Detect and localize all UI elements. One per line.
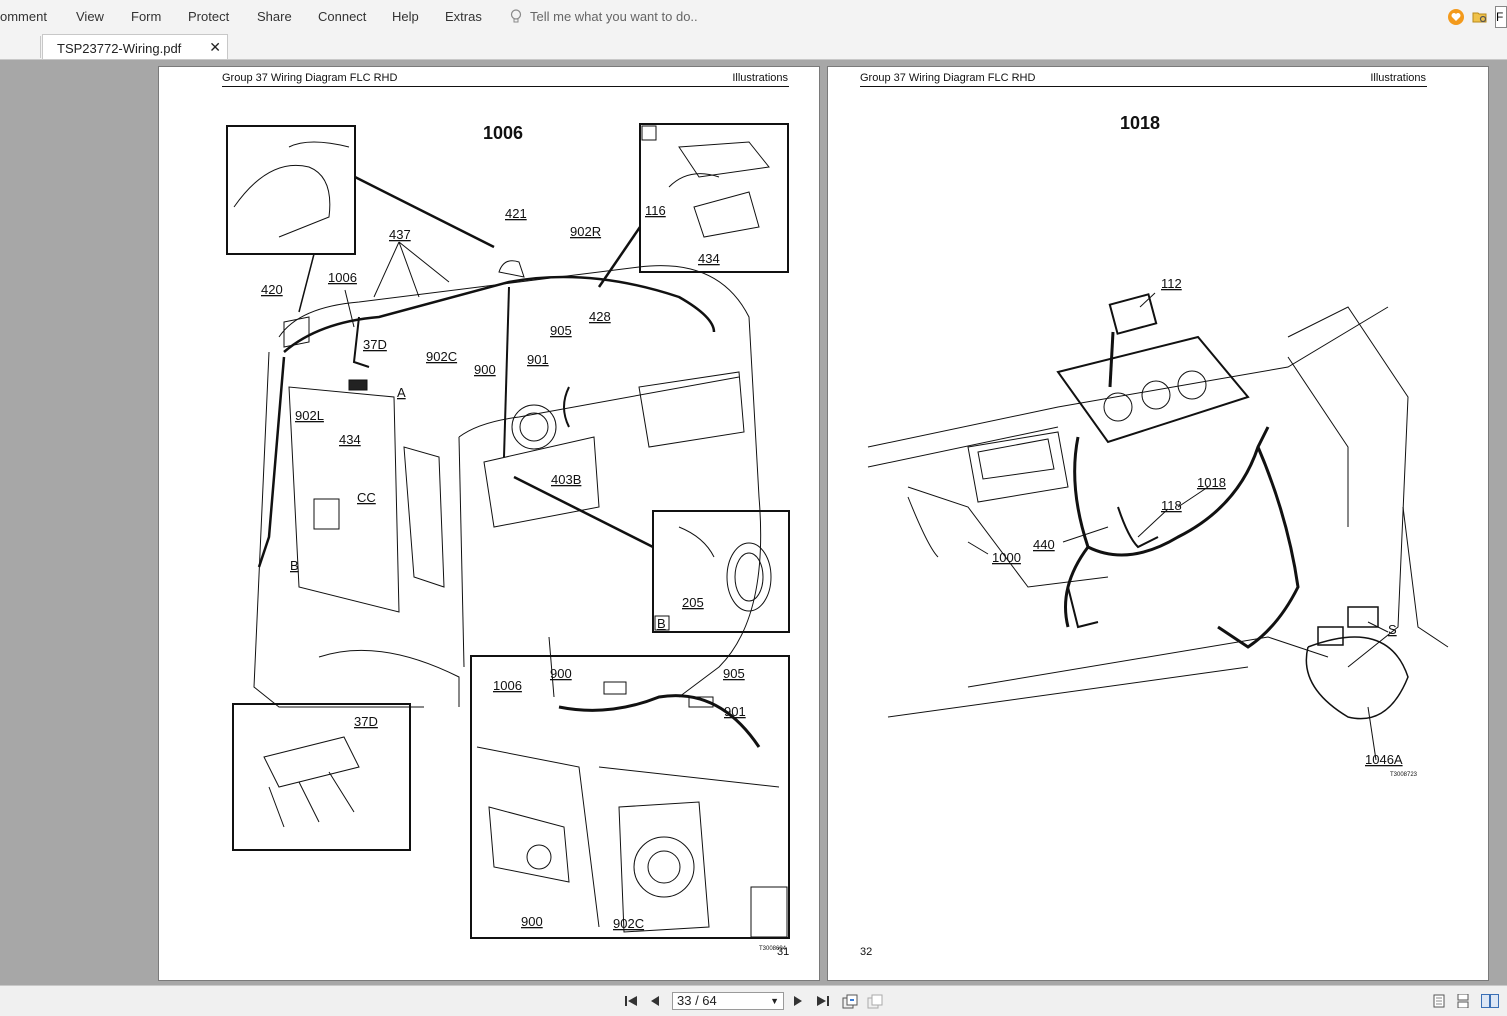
callout: 900 <box>550 666 572 681</box>
next-page-icon[interactable] <box>792 994 804 1008</box>
figure-number: 1018 <box>1120 113 1161 133</box>
continuous-view-icon[interactable] <box>1457 994 1469 1008</box>
page-header-right: Illustrations <box>1370 72 1426 84</box>
document-tab[interactable]: TSP23772-Wiring.pdf ✕ <box>42 34 228 59</box>
menu-view[interactable]: View <box>76 9 104 24</box>
callout: 1018 <box>1197 475 1226 490</box>
callout: 428 <box>589 309 611 324</box>
status-bar: 33 / 64 ▼ <box>0 985 1507 1016</box>
callout: 434 <box>339 432 361 447</box>
tab-stub[interactable] <box>0 36 41 58</box>
callout: 205 <box>682 595 704 610</box>
menu-form[interactable]: Form <box>131 9 162 24</box>
document-viewer[interactable]: Group 37 Wiring Diagram FLC RHD Illustra… <box>0 60 1507 985</box>
tell-me-text: Tell me what you want to do.. <box>530 9 698 24</box>
callout: 1000 <box>992 550 1021 565</box>
first-page-icon[interactable] <box>624 994 638 1008</box>
callout: CC <box>357 490 376 505</box>
callout: 1006 <box>328 270 357 285</box>
lightbulb-icon <box>510 9 522 23</box>
prev-page-icon[interactable] <box>649 994 661 1008</box>
callout: B <box>290 558 299 573</box>
callout: 403B <box>551 472 581 487</box>
figure-ref-code: T3008694 <box>759 946 787 952</box>
menu-protect[interactable]: Protect <box>188 9 230 24</box>
callout: 901 <box>724 704 746 719</box>
page-number: 32 <box>860 946 873 958</box>
callout: 1006 <box>493 678 522 693</box>
callout: 901 <box>527 352 549 367</box>
menu-connect[interactable]: Connect <box>318 9 367 24</box>
figure-ref-code: T3008723 <box>1390 772 1418 778</box>
callout: 37D <box>363 337 387 352</box>
wiring-diagram-1006: 421 902R 437 1006 420 428 905 901 900 90… <box>226 123 790 952</box>
callout: B <box>657 616 666 631</box>
page-indicator: 33 / 64 <box>677 993 717 1008</box>
figure-number: 1006 <box>483 123 524 143</box>
page-number: 31 <box>777 946 790 958</box>
search-field[interactable]: F <box>1495 6 1507 28</box>
toolbar-right: F <box>1447 6 1507 28</box>
callout: S <box>1388 622 1397 637</box>
menu-bar: omment View Form Protect Share Connect H… <box>0 0 1507 34</box>
last-page-icon[interactable] <box>816 994 830 1008</box>
header-rule <box>860 86 1427 87</box>
callout: 902R <box>570 224 601 239</box>
menu-comment[interactable]: omment <box>0 9 47 24</box>
single-page-view-icon[interactable] <box>1433 994 1445 1008</box>
close-icon[interactable]: ✕ <box>209 39 221 55</box>
header-rule <box>222 86 789 87</box>
callout: 420 <box>261 282 283 297</box>
callout: 900 <box>474 362 496 377</box>
chevron-down-icon: ▼ <box>770 996 779 1006</box>
callout: 440 <box>1033 537 1055 552</box>
page-header-right: Illustrations <box>732 72 788 84</box>
next-view-icon[interactable] <box>867 994 883 1010</box>
wiring-diagram-1018: 112 1018 118 440 1000 S 1046A T3008723 <box>867 276 1449 778</box>
previous-view-icon[interactable] <box>842 994 858 1010</box>
menu-extras[interactable]: Extras <box>445 9 482 24</box>
tab-bar: TSP23772-Wiring.pdf ✕ <box>0 34 1507 60</box>
pdf-page-32: Group 37 Wiring Diagram FLC RHD Illustra… <box>827 66 1489 981</box>
callout: 37D <box>354 714 378 729</box>
callout: 421 <box>505 206 527 221</box>
callout: 905 <box>550 323 572 338</box>
page-number-select[interactable]: 33 / 64 ▼ <box>672 992 784 1010</box>
pdf-page-31: Group 37 Wiring Diagram FLC RHD Illustra… <box>158 66 820 981</box>
callout: 118 <box>1161 498 1182 513</box>
callout: 902C <box>613 916 644 931</box>
callout: 112 <box>1161 276 1182 291</box>
callout: 434 <box>698 251 720 266</box>
folder-search-icon[interactable] <box>1471 8 1489 26</box>
heart-badge-icon[interactable] <box>1447 8 1465 26</box>
tell-me-search[interactable]: Tell me what you want to do.. <box>510 9 698 24</box>
callout: 437 <box>389 227 411 242</box>
page-header-left: Group 37 Wiring Diagram FLC RHD <box>222 72 398 84</box>
callout: A <box>397 385 406 400</box>
callout: 902C <box>426 349 457 364</box>
callout: 900 <box>521 914 543 929</box>
tab-title: TSP23772-Wiring.pdf <box>57 41 182 56</box>
callout: 905 <box>723 666 745 681</box>
menu-help[interactable]: Help <box>392 9 419 24</box>
page-header-left: Group 37 Wiring Diagram FLC RHD <box>860 72 1036 84</box>
callout: 1046A <box>1365 752 1403 767</box>
facing-view-icon[interactable] <box>1481 994 1499 1008</box>
menu-share[interactable]: Share <box>257 9 292 24</box>
callout: 116 <box>645 203 666 218</box>
callout: 902L <box>295 408 324 423</box>
